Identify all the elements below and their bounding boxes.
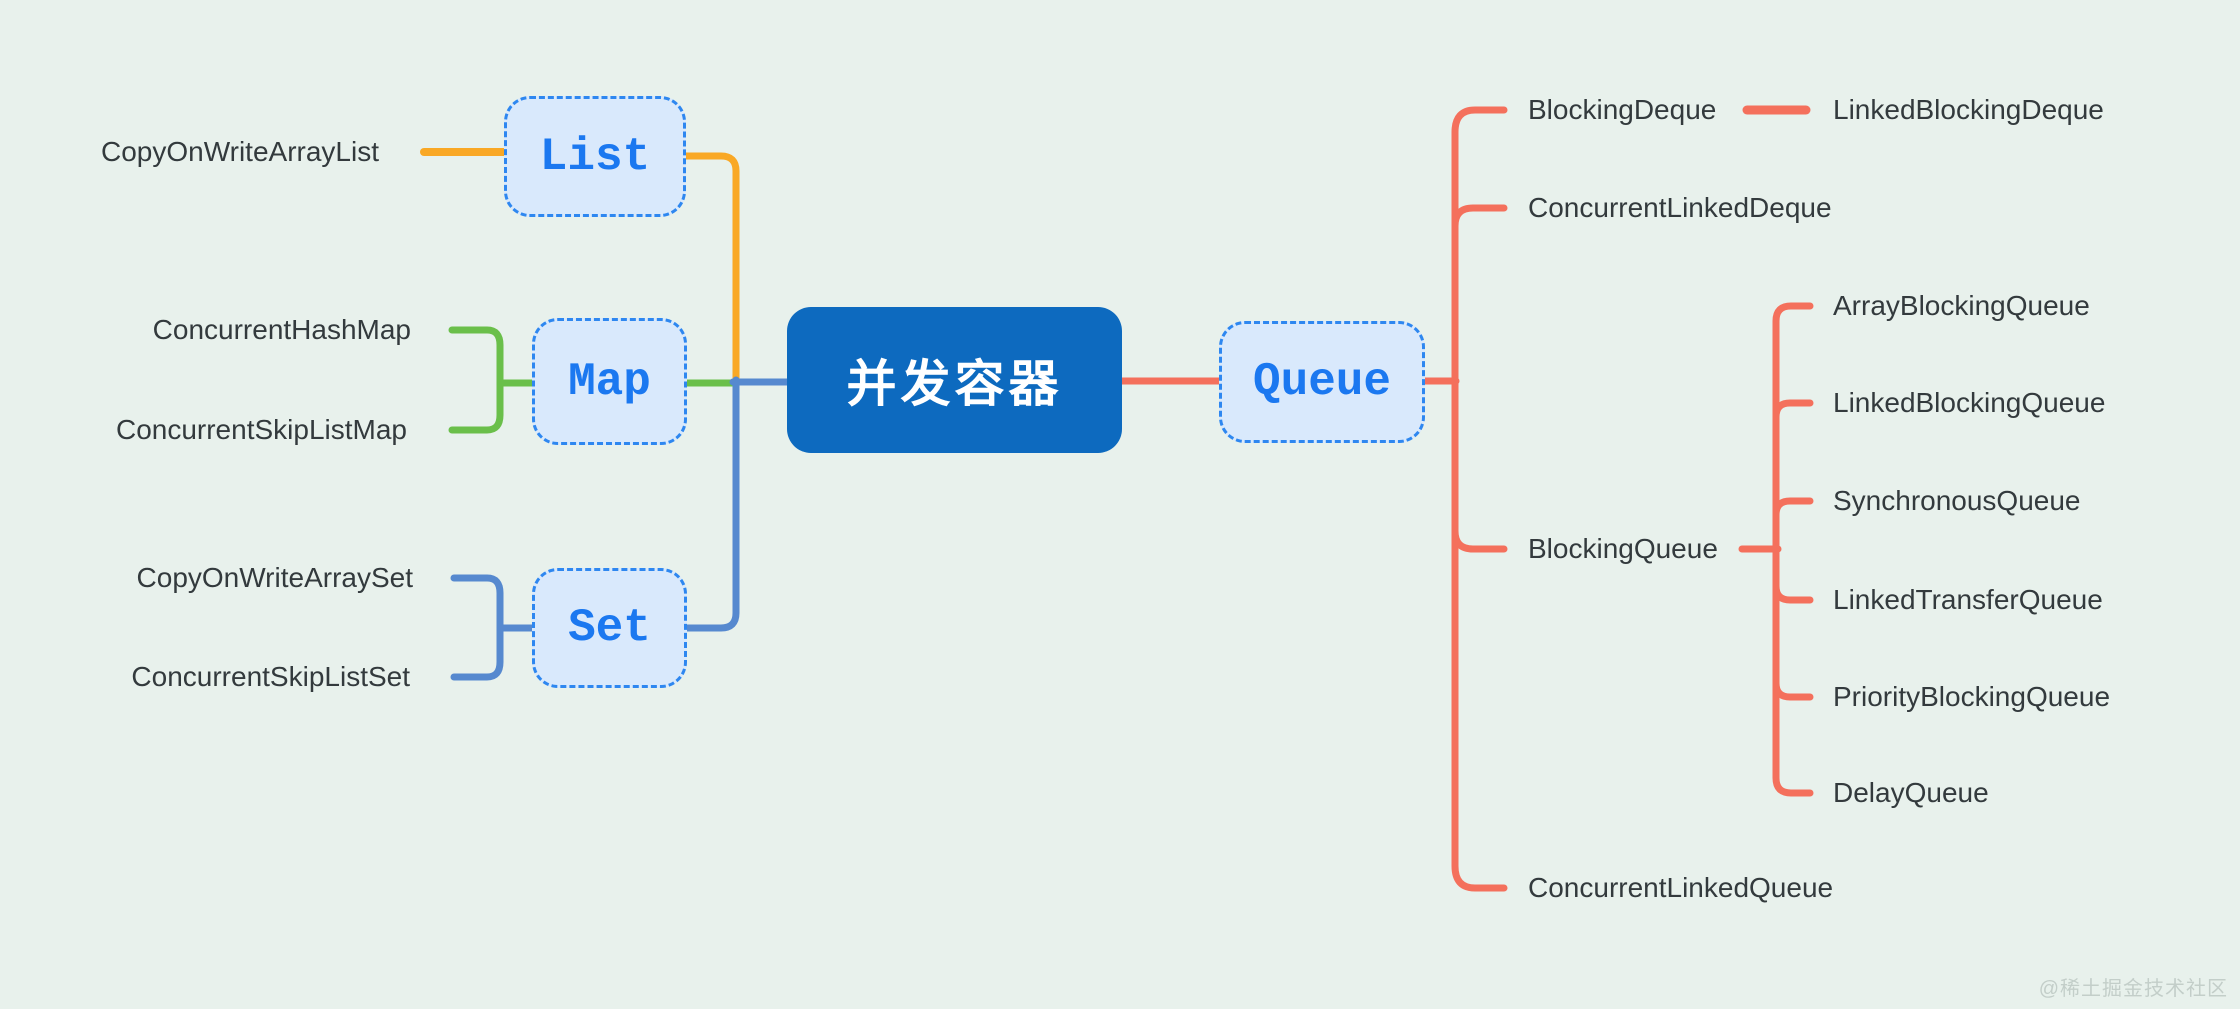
connector-set-children-bracket xyxy=(450,574,504,681)
leaf-blockingqueue[interactable]: BlockingQueue xyxy=(1528,533,1718,564)
leaf-concurrentlinkedqueue[interactable]: ConcurrentLinkedQueue xyxy=(1528,872,1834,903)
branch-list-connectors xyxy=(420,148,740,386)
connector-stub-blockingqueue xyxy=(1451,527,1508,553)
root-node-label: 并发容器 xyxy=(846,356,1063,412)
leaf-copyonwritearraylist[interactable]: CopyOnWriteArrayList xyxy=(100,136,379,167)
node-queue-label: Queue xyxy=(1252,356,1392,408)
leaf-blockingdeque[interactable]: BlockingDeque xyxy=(1528,94,1717,125)
branch-map-connectors xyxy=(448,326,741,434)
node-list-label: List xyxy=(539,130,651,183)
node-list[interactable]: List xyxy=(504,96,686,217)
node-set[interactable]: Set xyxy=(532,568,687,688)
connector-stub-linkedblockingqueue xyxy=(1772,399,1814,421)
leaf-synchronousqueue[interactable]: SynchronousQueue xyxy=(1833,485,2081,516)
node-set-label: Set xyxy=(568,602,651,654)
connector-blockingqueue-subtrunk xyxy=(1772,302,1814,797)
leaf-copyonwritearrayset[interactable]: CopyOnWriteArraySet xyxy=(136,562,413,593)
watermark: @稀土掘金技术社区 xyxy=(2038,978,2228,1000)
connector-queue-trunk xyxy=(1451,106,1508,892)
connector-stub-synchronousqueue xyxy=(1772,497,1814,519)
connector-stub-priorityblockingqueue xyxy=(1772,679,1814,701)
leaf-linkedblockingdeque[interactable]: LinkedBlockingDeque xyxy=(1833,94,2104,125)
leaf-delayqueue[interactable]: DelayQueue xyxy=(1833,777,1989,808)
leaf-linkedblockingqueue[interactable]: LinkedBlockingQueue xyxy=(1833,387,2106,418)
connector-set-to-root xyxy=(683,376,740,632)
node-map-label: Map xyxy=(568,355,651,408)
connector-map-children-bracket xyxy=(448,326,504,434)
leaf-arrayblockingqueue[interactable]: ArrayBlockingQueue xyxy=(1833,290,2090,321)
connector-stub-linkedtransferqueue xyxy=(1772,582,1814,604)
leaf-concurrentskiplistset[interactable]: ConcurrentSkipListSet xyxy=(131,661,410,692)
node-map[interactable]: Map xyxy=(532,318,687,445)
leaf-priorityblockingqueue[interactable]: PriorityBlockingQueue xyxy=(1833,681,2111,712)
leaf-linkedtransferqueue[interactable]: LinkedTransferQueue xyxy=(1833,584,2103,615)
branch-queue-connectors xyxy=(1118,105,1814,892)
leaf-concurrentlinkeddeque[interactable]: ConcurrentLinkedDeque xyxy=(1528,192,1832,223)
leaf-concurrenthashmap[interactable]: ConcurrentHashMap xyxy=(152,314,411,345)
connector-list-to-root xyxy=(682,152,740,386)
node-queue[interactable]: Queue xyxy=(1219,321,1425,443)
leaf-concurrentskiplistmap[interactable]: ConcurrentSkipListMap xyxy=(115,414,407,445)
root-node[interactable]: 并发容器 xyxy=(787,307,1122,453)
connector-stub-concurrentlinkeddeque xyxy=(1451,204,1508,230)
branch-set-connectors xyxy=(450,376,794,681)
